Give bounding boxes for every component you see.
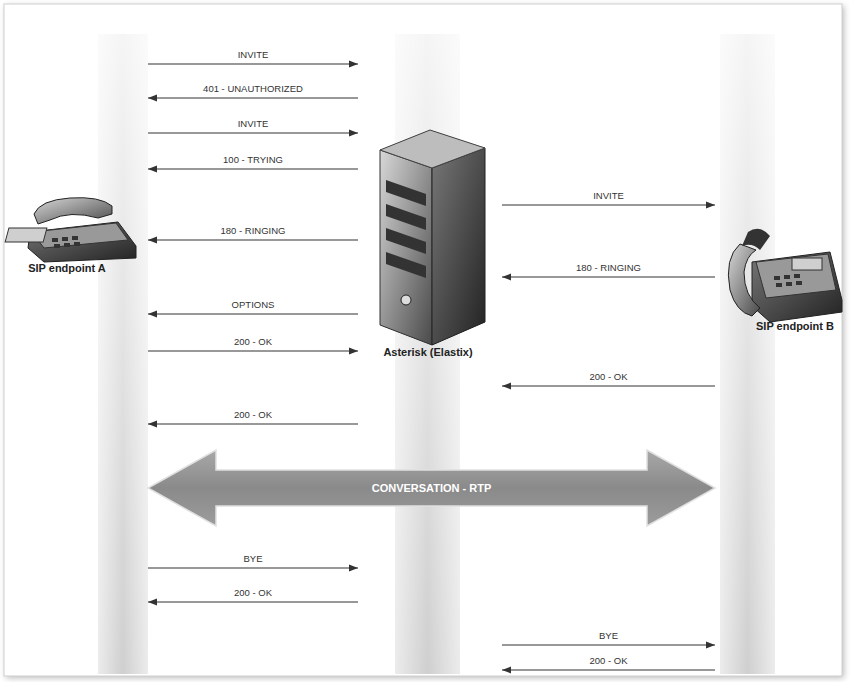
- stream-label: CONVERSATION - RTP: [372, 482, 492, 494]
- message-label: OPTIONS: [230, 299, 277, 310]
- arrow-head: [502, 383, 511, 390]
- message-line: [502, 669, 715, 670]
- message-arrow: [502, 202, 715, 209]
- arrow-head: [148, 237, 157, 244]
- message-line: [148, 63, 358, 64]
- arrow-head: [349, 61, 358, 68]
- message-line: [148, 97, 358, 98]
- message-arrow: [502, 274, 715, 281]
- message-label: 200 - OK: [587, 655, 629, 666]
- lifeline-band: SIP endpoint B: [720, 34, 775, 674]
- endpoint-label: SIP endpoint A: [28, 262, 106, 274]
- arrow-head: [148, 166, 157, 173]
- message-label: 180 - RINGING: [219, 225, 288, 236]
- message-line: [148, 567, 358, 568]
- arrow-head: [502, 274, 511, 281]
- rtp-stream-arrow: [148, 450, 715, 526]
- message-line: [502, 644, 715, 645]
- message-line: [148, 168, 358, 169]
- arrow-head: [148, 421, 157, 428]
- arrow-head: [148, 95, 157, 102]
- message-arrow: [148, 130, 358, 137]
- message-arrow: [148, 421, 358, 428]
- message-label: 180 - RINGING: [574, 262, 643, 273]
- message-label: INVITE: [236, 49, 271, 60]
- lifeline-band-shine: [98, 34, 148, 674]
- rtp-arrow-shape: [148, 450, 715, 526]
- message-arrow: [148, 61, 358, 68]
- lifeline-band: SIP endpoint A: [98, 34, 148, 674]
- message-label: 100 - TRYING: [221, 154, 285, 165]
- message-line: [148, 132, 358, 133]
- message-line: [148, 313, 358, 314]
- lifeline-band: [98, 34, 148, 674]
- message-arrow: [148, 311, 358, 318]
- message-arrow: [148, 237, 358, 244]
- server-icon: [380, 130, 485, 345]
- endpoint-label: SIP endpoint B: [756, 320, 834, 332]
- message-label: INVITE: [591, 190, 626, 201]
- phone-icon: [728, 229, 842, 322]
- message-arrow: [148, 95, 358, 102]
- arrow-head: [349, 565, 358, 572]
- message-line: [502, 385, 715, 386]
- endpoint-label: Asterisk (Elastix): [383, 346, 472, 358]
- message-arrow: [148, 166, 358, 173]
- arrow-head: [148, 311, 157, 318]
- message-label: BYE: [597, 630, 620, 641]
- message-arrow: [502, 383, 715, 390]
- message-line: [148, 350, 358, 351]
- message-label: 401 - UNAUTHORIZED: [201, 83, 305, 94]
- arrow-head: [349, 130, 358, 137]
- arrow-head: [349, 348, 358, 355]
- message-arrow: [502, 642, 715, 649]
- arrow-head: [706, 202, 715, 209]
- message-label: 200 - OK: [232, 409, 274, 420]
- message-label: INVITE: [236, 118, 271, 129]
- message-label: 200 - OK: [232, 587, 274, 598]
- message-arrow: [148, 565, 358, 572]
- lifeline-band: [720, 34, 775, 674]
- message-label: 200 - OK: [587, 371, 629, 382]
- arrow-head: [148, 599, 157, 606]
- message-line: [502, 204, 715, 205]
- phone-icon: [5, 198, 136, 262]
- message-arrow: [148, 599, 358, 606]
- message-line: [502, 276, 715, 277]
- message-arrow: [502, 667, 715, 674]
- message-line: [148, 601, 358, 602]
- message-line: [148, 423, 358, 424]
- arrow-head: [706, 642, 715, 649]
- message-label: 200 - OK: [232, 336, 274, 347]
- message-label: BYE: [241, 553, 264, 564]
- lifeline-band-shine: [720, 34, 775, 674]
- frame: [4, 4, 842, 676]
- arrow-head: [502, 667, 511, 674]
- message-arrow: [148, 348, 358, 355]
- lifeline-band: Asterisk (Elastix): [395, 34, 460, 674]
- message-line: [148, 239, 358, 240]
